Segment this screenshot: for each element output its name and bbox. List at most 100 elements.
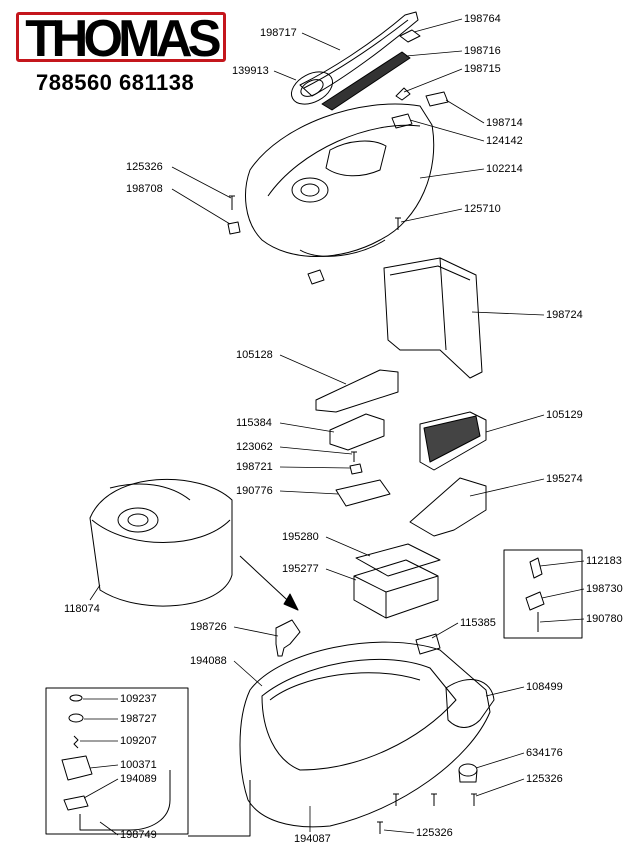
part-label-125326: 125326 [126, 161, 163, 173]
leader-line-105128 [279, 354, 347, 385]
part-label-195277: 195277 [282, 563, 319, 575]
pcb-190776 [335, 479, 391, 507]
valve-detail-box [503, 549, 583, 639]
part-label-125326: 125326 [416, 827, 453, 839]
switch-housing-part [329, 413, 385, 451]
leader-line-195277 [325, 568, 357, 581]
leader-line-198715 [403, 68, 463, 93]
part-label-198717: 198717 [260, 27, 297, 39]
leader-line-194088 [233, 660, 263, 687]
panel-195274 [409, 477, 487, 537]
part-label-198727: 198727 [120, 713, 157, 725]
leader-line-125710 [400, 208, 463, 223]
leader-line-198714 [445, 99, 485, 124]
part-label-124142: 124142 [486, 135, 523, 147]
part-label-198715: 198715 [464, 63, 501, 75]
part-label-194088: 194088 [190, 655, 227, 667]
knob-198726 [275, 619, 301, 657]
clip-198715 [395, 87, 411, 101]
leader-line-124142 [409, 119, 485, 142]
handle-grip-part [321, 51, 411, 111]
part-label-198714: 198714 [486, 117, 523, 129]
part-label-198764: 198764 [464, 13, 501, 25]
leader-line-125326 [475, 778, 525, 797]
part-label-125710: 125710 [464, 203, 501, 215]
wheel-634176 [458, 763, 478, 783]
leader-line-198721 [279, 466, 351, 469]
leader-line-198708 [171, 188, 231, 225]
small-plug-123062 [351, 451, 357, 462]
leader-line-105129 [485, 414, 545, 433]
filter-set-part [353, 543, 441, 619]
connector-115385 [415, 633, 441, 655]
screw-base-3 [393, 793, 399, 806]
part-label-105128: 105128 [236, 349, 273, 361]
leader-line-198726 [233, 626, 279, 637]
part-label-198716: 198716 [464, 45, 501, 57]
leader-line-108499 [485, 686, 525, 697]
screw-base-2 [431, 793, 437, 806]
part-label-115385: 115385 [460, 617, 496, 629]
leader-line-198716 [405, 50, 463, 57]
leader-line-194089 [83, 778, 119, 799]
leader-line-190780 [539, 618, 585, 623]
part-label-109237: 109237 [120, 693, 157, 705]
part-label-125326: 125326 [526, 773, 563, 785]
insert-arrow [239, 555, 299, 611]
leader-line-195274 [469, 478, 545, 497]
part-label-198724: 198724 [546, 309, 583, 321]
pump-100371 [61, 755, 93, 781]
model-number: 788560 681138 [36, 70, 195, 95]
screw-125326-top [229, 195, 235, 210]
leader-line-139913 [273, 70, 297, 81]
part-label-123062: 123062 [236, 441, 273, 453]
screw-125710 [395, 217, 401, 230]
leader-line-190776 [279, 490, 339, 495]
leader-line-115384 [279, 422, 335, 433]
brand-logo-text: THOMAS [25, 10, 221, 68]
part-label-194087: 194087 [294, 833, 331, 845]
part-label-109207: 109207 [120, 735, 157, 747]
leader-line-125326 [383, 829, 415, 834]
part-label-198730: 198730 [586, 583, 623, 595]
hose-198749 [79, 770, 171, 831]
part-label-102214: 102214 [486, 163, 523, 175]
leader-line-115385 [431, 622, 459, 639]
bracket-194089 [63, 795, 89, 811]
base-body-part [239, 641, 491, 828]
part-label-195274: 195274 [546, 473, 583, 485]
screw-125326-base [377, 821, 383, 834]
leader-line-195280 [325, 536, 371, 557]
leader-line-198724 [471, 311, 545, 316]
part-label-105129: 105129 [546, 409, 583, 421]
water-tank-part [89, 478, 233, 607]
leader-line-112183 [539, 560, 585, 567]
top-cover-part [245, 103, 435, 257]
clip-198764 [399, 29, 421, 43]
leader-line-123062 [279, 446, 353, 455]
leader-line-634176 [475, 752, 525, 769]
leader-line-198730 [541, 588, 585, 599]
clip-198721 [349, 463, 363, 475]
part-label-198708: 198708 [126, 183, 163, 195]
button-198714 [425, 91, 449, 107]
leader-line-198764 [413, 18, 463, 33]
leader-line-198717 [301, 32, 341, 51]
clip-198708 [227, 221, 241, 235]
leader-line-100371 [89, 764, 119, 769]
handle-part [290, 11, 419, 105]
part-label-190776: 190776 [236, 485, 273, 497]
leader-line-118074 [89, 584, 101, 601]
part-label-198726: 198726 [190, 621, 227, 633]
part-label-198721: 198721 [236, 461, 273, 473]
part-label-100371: 100371 [120, 759, 157, 771]
part-label-194089: 194089 [120, 773, 157, 785]
part-label-115384: 115384 [236, 417, 272, 429]
leader-line-102214 [419, 168, 485, 179]
seal-198727 [68, 713, 84, 723]
part-label-634176: 634176 [526, 747, 563, 759]
filter-grid-part [419, 411, 487, 471]
part-label-139913: 139913 [232, 65, 269, 77]
rear-cover-part [383, 257, 483, 379]
brand-logo: THOMAS [16, 10, 226, 68]
